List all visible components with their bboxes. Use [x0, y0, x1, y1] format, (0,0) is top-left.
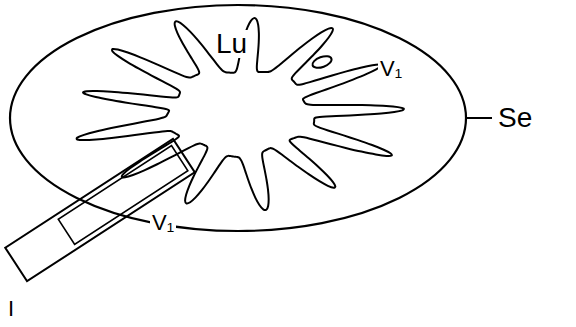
part-label: I	[6, 298, 16, 320]
lumen-label: Lu	[214, 30, 249, 58]
villus-label: V₁	[378, 58, 404, 80]
inset-frame	[5, 139, 195, 281]
serosa-label: Se	[496, 104, 534, 132]
leader-line	[466, 117, 492, 119]
villus-section	[311, 54, 333, 70]
lumen-group	[77, 18, 404, 210]
lumen-outline	[77, 18, 404, 210]
inset-frame-inner	[58, 146, 188, 245]
serosa-outline	[10, 5, 466, 231]
inset-box	[5, 139, 195, 281]
villus-label: V₁	[150, 212, 176, 234]
